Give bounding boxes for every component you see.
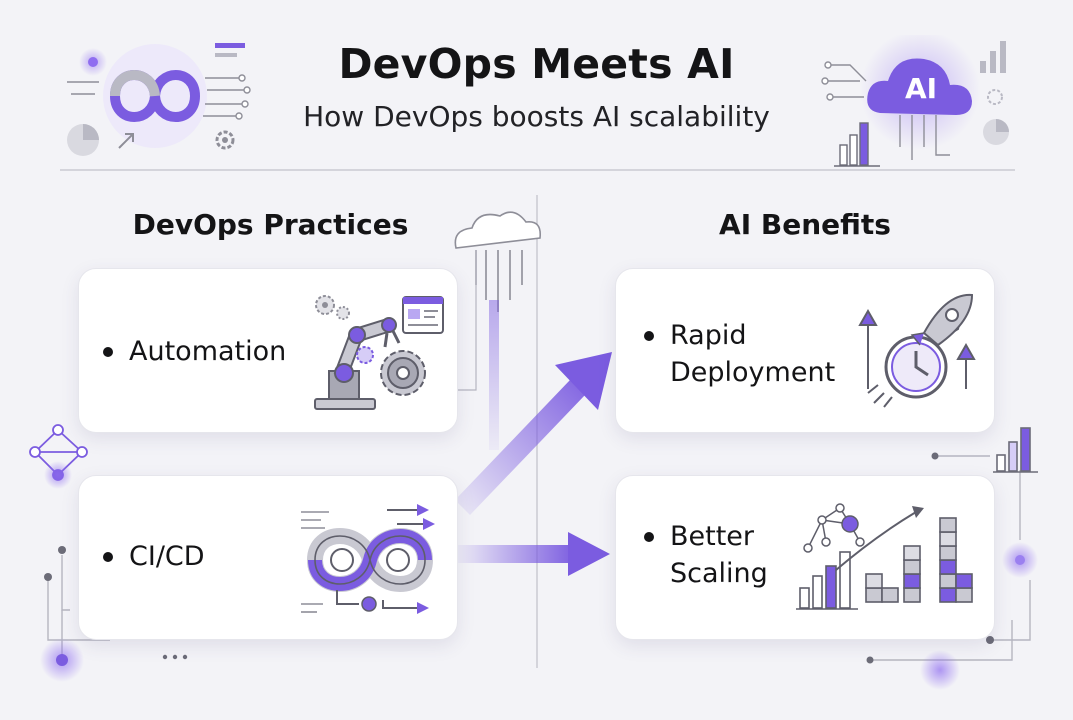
cloud-connector xyxy=(454,211,542,312)
dots-left xyxy=(162,654,188,660)
rapid-deployment-label-line2: Deployment xyxy=(670,357,836,388)
better-scaling-label-line1: Better xyxy=(670,521,755,552)
growth-cubes-icon xyxy=(796,503,973,610)
bullet-icon xyxy=(103,552,113,562)
cicd-item: CI/CD xyxy=(103,538,205,575)
rapid-deployment-item: Rapid Deployment xyxy=(644,317,835,391)
page-subtitle: How DevOps boosts AI scalability xyxy=(303,100,770,133)
ai-cloud-badge: AI xyxy=(904,72,938,105)
cloud-pipe xyxy=(489,300,499,450)
better-scaling-item: Better Scaling xyxy=(644,518,768,592)
rapid-deployment-card: Rapid Deployment xyxy=(615,268,995,433)
bullet-icon xyxy=(644,331,654,341)
automation-item: Automation xyxy=(103,333,286,370)
cicd-label: CI/CD xyxy=(129,541,205,572)
page-title: DevOps Meets AI xyxy=(338,40,735,88)
cicd-card: CI/CD xyxy=(78,475,458,640)
better-scaling-card: Better Scaling xyxy=(615,475,995,640)
automation-card: Automation xyxy=(78,268,458,433)
robot-arm-gear-icon xyxy=(314,295,444,410)
bullet-icon xyxy=(103,347,113,357)
diagonal-arrow xyxy=(455,352,612,515)
infinity-pipeline-icon xyxy=(301,504,435,614)
header-infinity-decoration xyxy=(67,43,251,156)
header-ai-cloud-decoration xyxy=(821,35,1009,167)
ai-benefits-heading: AI Benefits xyxy=(719,208,891,241)
better-scaling-label-line2: Scaling xyxy=(670,558,768,589)
rapid-deployment-label-line1: Rapid xyxy=(670,320,747,351)
automation-label: Automation xyxy=(129,336,287,367)
devops-practices-heading: DevOps Practices xyxy=(132,208,409,241)
bar-chart-decoration-right xyxy=(993,427,1038,473)
bullet-icon xyxy=(644,532,654,542)
circuit-decoration-right xyxy=(870,455,1031,661)
rocket-clock-icon xyxy=(858,293,976,408)
horizontal-arrow xyxy=(458,532,610,576)
